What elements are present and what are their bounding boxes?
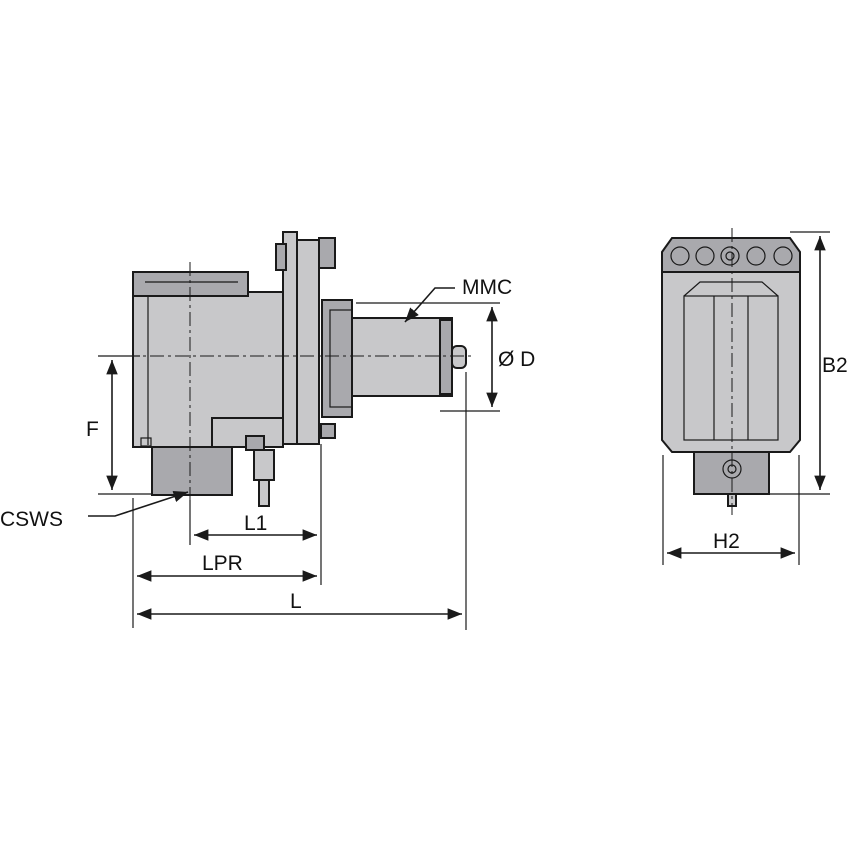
- mmc-label: MMC: [462, 276, 512, 299]
- diameter-d-label: Ø D: [498, 348, 535, 371]
- flange-clamp-top: [275, 243, 287, 271]
- spindle-nose: [451, 345, 467, 369]
- coolant-fitting-head: [245, 435, 265, 451]
- front-bolt-2: [695, 246, 715, 266]
- flange-plate-front: [296, 239, 320, 445]
- front-top-plate: [661, 237, 801, 273]
- mmc-leader: [404, 287, 455, 323]
- csws-label: CSWS: [0, 508, 63, 531]
- l-label: L: [290, 590, 302, 613]
- coolant-fitting-body: [253, 449, 275, 481]
- front-dimensions: [662, 231, 830, 565]
- spindle-collar: [321, 299, 353, 418]
- b2-label: B2: [822, 354, 848, 377]
- front-bolt-3: [720, 246, 740, 266]
- coolant-block: [151, 446, 233, 496]
- side-view: [100, 231, 475, 510]
- f-label: F: [86, 418, 99, 441]
- front-view: [661, 228, 801, 515]
- front-body-top-edge: [683, 281, 779, 297]
- front-body-panel: [683, 295, 779, 441]
- front-bolt-5: [773, 246, 793, 266]
- front-bolt-4: [746, 246, 766, 266]
- l1-label: L1: [244, 512, 267, 535]
- front-bolt-3-inner: [725, 251, 735, 261]
- housing-step: [211, 417, 284, 448]
- front-body: [661, 271, 801, 453]
- housing-corner-detail: [140, 437, 152, 447]
- housing-top-rim: [132, 271, 249, 297]
- side-dimensions: [88, 287, 500, 630]
- spindle-end: [439, 319, 453, 395]
- flange-bolt-bottom: [320, 423, 336, 439]
- spindle-shank: [351, 317, 453, 397]
- h2-label: H2: [713, 530, 740, 553]
- coolant-fitting-tip: [258, 479, 270, 507]
- front-bolt-1: [670, 246, 690, 266]
- flange-bolt-top: [318, 237, 336, 269]
- csws-leader: [88, 491, 189, 517]
- lpr-label: LPR: [202, 552, 243, 575]
